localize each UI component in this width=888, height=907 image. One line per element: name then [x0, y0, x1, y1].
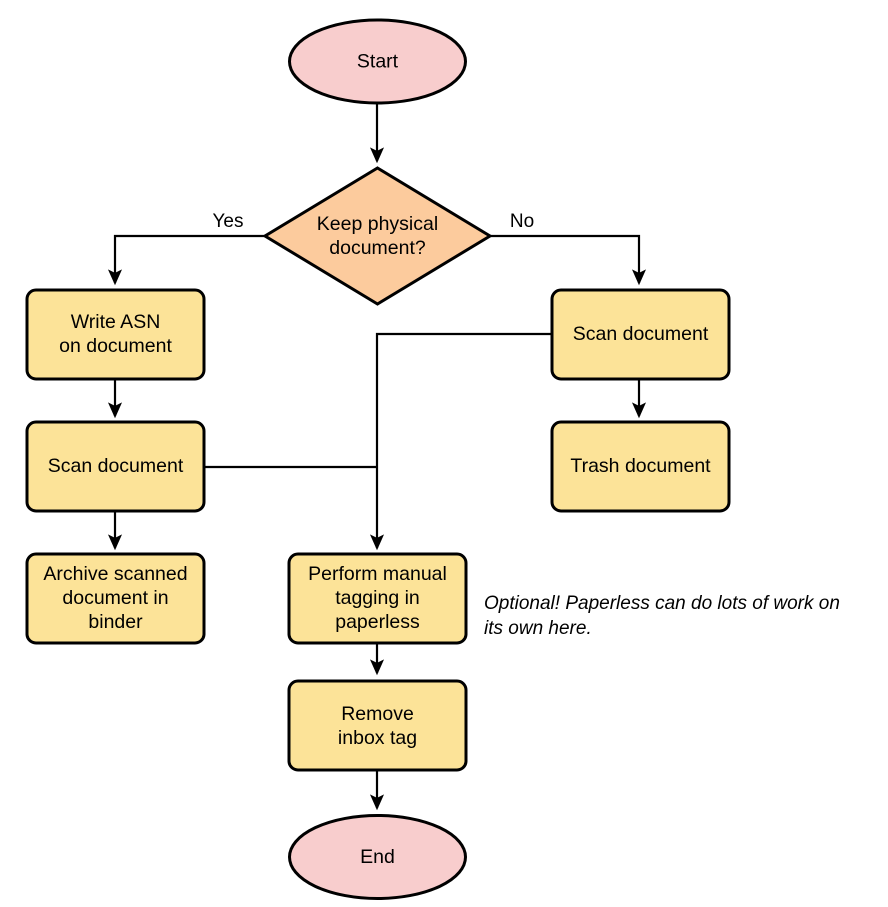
scan-document-right-box[interactable]	[550, 288, 731, 381]
manual-tagging-label-line1: Perform manual	[308, 563, 447, 585]
decision-diamond[interactable]	[262, 166, 493, 306]
scan-document-left-box[interactable]	[25, 420, 206, 513]
decision-label-line1: Keep physical	[317, 213, 438, 235]
edge-labels-layer: Yes No	[213, 211, 535, 232]
remove-inbox-tag-box[interactable]	[287, 679, 468, 772]
start-ellipse[interactable]	[288, 18, 467, 105]
node-keep-physical-document-decision[interactable]: Keep physical document?	[262, 166, 493, 306]
node-perform-manual-tagging[interactable]: Perform manual tagging in paperless	[287, 552, 468, 645]
node-scan-document-left[interactable]: Scan document	[25, 420, 206, 513]
manual-tagging-label-line3: paperless	[335, 611, 420, 633]
archive-label-line1: Archive scanned	[43, 563, 187, 585]
write-asn-label-line1: Write ASN	[71, 311, 161, 333]
optional-note: Optional! Paperless can do lots of work …	[484, 593, 840, 639]
node-end[interactable]: End	[288, 814, 467, 900]
node-start[interactable]: Start	[288, 18, 467, 105]
archive-box[interactable]	[25, 552, 206, 645]
scan-document-right-label: Scan document	[573, 323, 709, 345]
remove-inbox-tag-label-line2: inbox tag	[338, 727, 417, 749]
optional-note-line1: Optional! Paperless can do lots of work …	[484, 593, 840, 614]
write-asn-box[interactable]	[25, 288, 206, 381]
archive-label-line2: document in	[62, 587, 168, 609]
node-archive-scanned-document[interactable]: Archive scanned document in binder	[25, 552, 206, 645]
node-write-asn-on-document[interactable]: Write ASN on document	[25, 288, 206, 381]
node-trash-document[interactable]: Trash document	[550, 420, 731, 513]
edge-decision-yes-to-write-asn	[107, 234, 265, 286]
manual-tagging-box[interactable]	[287, 552, 468, 645]
connectors-layer	[107, 103, 647, 811]
scan-document-left-label: Scan document	[48, 455, 184, 477]
decision-label-line2: document?	[329, 237, 426, 259]
node-remove-inbox-tag[interactable]: Remove inbox tag	[287, 679, 468, 772]
edge-decision-no-to-scan-right	[490, 234, 647, 286]
write-asn-label-line2: on document	[59, 335, 172, 357]
manual-tagging-label-line2: tagging in	[335, 587, 420, 609]
end-ellipse[interactable]	[288, 814, 467, 900]
end-label: End	[360, 846, 395, 868]
edge-scan-right-to-tagging	[369, 332, 552, 551]
edge-label-yes: Yes	[213, 211, 244, 232]
archive-label-line3: binder	[88, 611, 143, 633]
trash-document-label: Trash document	[570, 455, 711, 477]
start-label: Start	[357, 51, 399, 73]
remove-inbox-tag-label-line1: Remove	[341, 703, 414, 725]
optional-note-line2: its own here.	[484, 618, 592, 639]
trash-document-box[interactable]	[550, 420, 731, 513]
node-scan-document-right[interactable]: Scan document	[550, 288, 731, 381]
edge-label-no: No	[510, 211, 534, 232]
